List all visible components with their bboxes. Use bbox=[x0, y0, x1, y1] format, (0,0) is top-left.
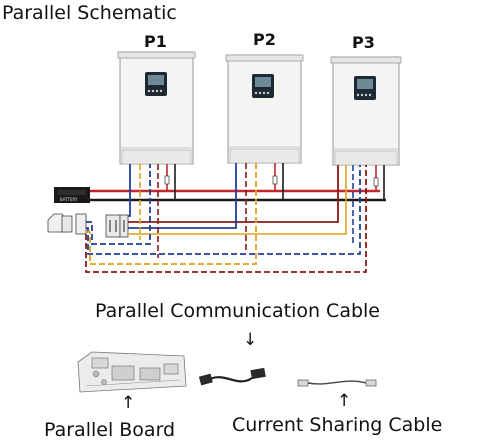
communication-cable-icon bbox=[198, 367, 266, 386]
current-sharing-cable-icon bbox=[297, 379, 377, 387]
inverter-p3-label: P3 bbox=[352, 33, 375, 52]
wiring bbox=[85, 163, 386, 273]
fuse-icon bbox=[373, 177, 379, 187]
battery-icon: BATTERY bbox=[54, 187, 90, 203]
down-arrow-icon: ↓ bbox=[243, 330, 258, 350]
ac-input-wire bbox=[128, 165, 339, 223]
ac-input-wire bbox=[128, 164, 131, 217]
parallel-board-label: Parallel Board bbox=[44, 419, 176, 441]
inverter-p2-label: P2 bbox=[253, 30, 276, 49]
ac-output-wire bbox=[86, 165, 361, 255]
fuse-icon bbox=[272, 175, 278, 185]
ac-input-wire bbox=[128, 165, 347, 235]
up-arrow-icon: ↑ bbox=[121, 393, 136, 413]
breaker-icon bbox=[47, 213, 129, 238]
inverter-p2 bbox=[225, 54, 304, 164]
inverter-p1 bbox=[117, 51, 196, 165]
ac-output-wire bbox=[86, 164, 151, 245]
page-title: Parallel Schematic bbox=[2, 2, 177, 24]
current-sharing-cable-label: Current Sharing Cable bbox=[232, 414, 443, 436]
inverter-p1-label: P1 bbox=[144, 32, 167, 51]
up-arrow-icon: ↑ bbox=[337, 391, 352, 411]
ac-output-wire bbox=[85, 165, 367, 273]
battery-label: BATTERY bbox=[60, 197, 78, 202]
ac-input-wire bbox=[128, 163, 237, 229]
inverter-p3 bbox=[330, 56, 402, 166]
parallel-board-icon bbox=[77, 351, 187, 393]
ac-output-wire bbox=[86, 163, 257, 265]
communication-cable-label: Parallel Communication Cable bbox=[95, 300, 380, 322]
fuse-icon bbox=[164, 175, 170, 185]
